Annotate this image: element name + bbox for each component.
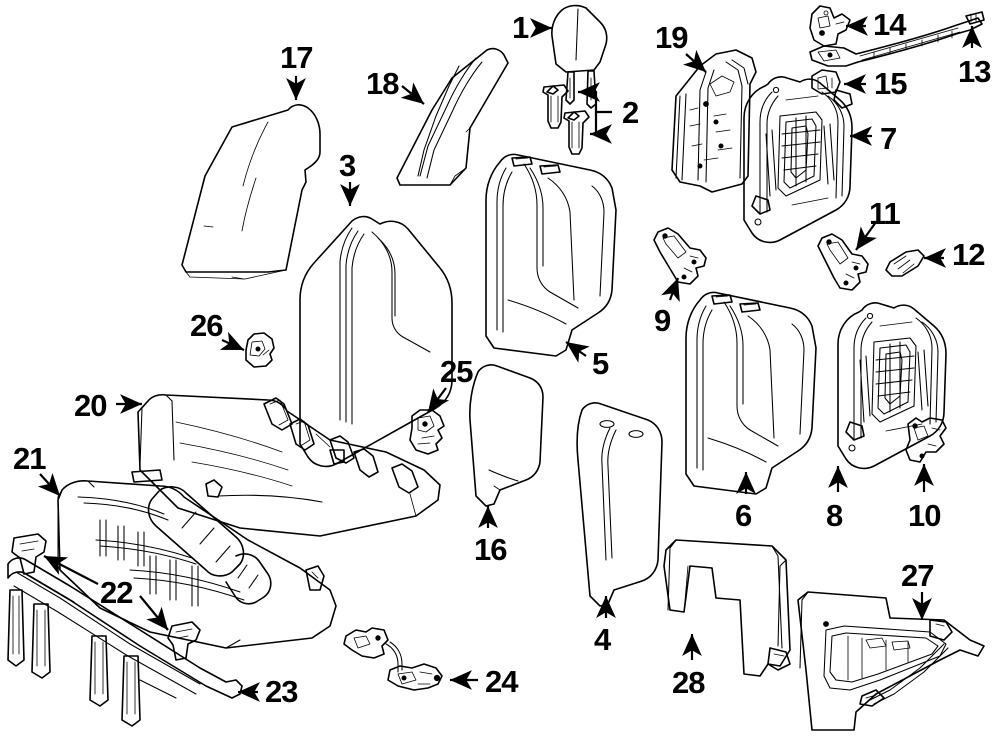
leader-lines bbox=[37, 16, 982, 702]
part-25-seat-back-latch bbox=[409, 409, 445, 455]
callout-number-25: 25 bbox=[440, 354, 473, 389]
part-11-hinge-bracket-right bbox=[817, 233, 869, 291]
callout-number-20: 20 bbox=[74, 388, 107, 423]
part-3-seat-back-pad bbox=[299, 215, 453, 468]
callout-number-24: 24 bbox=[485, 664, 518, 699]
callout-number-27: 27 bbox=[901, 558, 934, 593]
callout-number-16: 16 bbox=[474, 532, 507, 567]
callout-number-26: 26 bbox=[190, 308, 223, 343]
part-13-release-cable bbox=[809, 11, 985, 67]
callout-number-7: 7 bbox=[880, 121, 897, 156]
callout-number-4: 4 bbox=[594, 622, 611, 657]
callout-number-3: 3 bbox=[339, 148, 356, 183]
part-1-headrest bbox=[551, 4, 608, 109]
part-21-cushion-pad bbox=[57, 469, 337, 649]
callout-number-22: 22 bbox=[100, 575, 133, 610]
callout-number-1: 1 bbox=[512, 10, 529, 45]
part-9-hinge-bracket-left bbox=[653, 227, 707, 285]
part-7-seat-back-frame-left bbox=[743, 76, 853, 244]
callout-number-8: 8 bbox=[826, 498, 843, 533]
part-26-hinge-clip bbox=[245, 332, 275, 368]
part-5-seat-back-cover-left bbox=[485, 153, 617, 357]
callout-number-14: 14 bbox=[873, 7, 906, 42]
callout-number-12: 12 bbox=[952, 237, 985, 272]
callout-number-28: 28 bbox=[672, 665, 705, 700]
callout-number-19: 19 bbox=[655, 20, 688, 55]
part-24-latch-cable bbox=[343, 627, 443, 691]
part-15-cable-clip bbox=[811, 69, 841, 95]
part-28-side-garnish-left bbox=[663, 539, 791, 677]
part-14-lock-release-lever bbox=[809, 5, 851, 47]
part-27-side-garnish-right bbox=[797, 591, 985, 731]
callout-number-18: 18 bbox=[366, 66, 399, 101]
part-10-striker-bracket bbox=[905, 417, 947, 463]
callout-number-23: 23 bbox=[265, 674, 298, 709]
part-2-headrest-guides bbox=[542, 84, 590, 155]
callout-number-11: 11 bbox=[869, 196, 901, 231]
callout-number-5: 5 bbox=[592, 346, 609, 381]
part-4-seat-back-board-center bbox=[576, 402, 663, 607]
callout-number-15: 15 bbox=[874, 66, 907, 101]
callout-number-6: 6 bbox=[735, 498, 752, 533]
callout-number-2: 2 bbox=[622, 95, 639, 130]
part-18-armrest-trim bbox=[396, 47, 509, 186]
callout-number-21: 21 bbox=[13, 441, 46, 476]
callout-number-13: 13 bbox=[958, 54, 991, 89]
part-8-seat-back-frame-right bbox=[837, 302, 947, 470]
part-16-seat-back-board bbox=[469, 364, 544, 507]
part-20-cushion-cover bbox=[137, 393, 441, 537]
part-12-hinge-pin-cover bbox=[885, 249, 925, 277]
part-19-armrest-frame-panel bbox=[671, 49, 757, 193]
callout-number-9: 9 bbox=[654, 303, 671, 338]
callout-number-17: 17 bbox=[280, 40, 313, 75]
part-6-seat-back-cover-right bbox=[685, 291, 817, 495]
callout-number-10: 10 bbox=[908, 498, 941, 533]
part-17-side-bolster-trim bbox=[181, 104, 321, 280]
